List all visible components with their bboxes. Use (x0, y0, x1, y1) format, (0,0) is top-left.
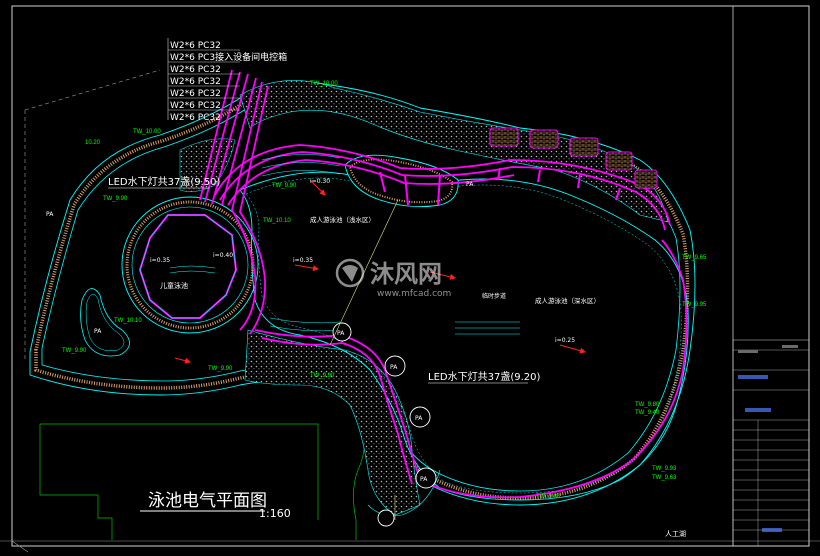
elevation-label: TW_9.90 (272, 183, 297, 189)
elevation-label: TW_10.00 (310, 81, 338, 87)
water-level-label: i=0.25 (555, 337, 575, 344)
pa-label: PA (420, 476, 428, 483)
kids-pool-label: 儿童泳池 (160, 281, 188, 290)
drawing-title: 泳池电气平面图 (148, 491, 267, 511)
led-label: LED水下灯共37盏(9.50) (108, 175, 220, 188)
elevation-label: TW_10.10 (263, 218, 291, 224)
pa-label: PA (466, 181, 474, 188)
elevation-markers: TW_10.00 TW_10.00 10.20 TW_9.90 TW_10.10… (62, 81, 707, 500)
flow-arrows (174, 179, 586, 364)
water-level-markers: i=0.35 i=0.35 i=0.40 i=0.25 i=0.30 (150, 178, 575, 344)
cable-label: W2*6 PC32 (170, 89, 221, 99)
elevation-label: TW_9.90 (310, 373, 335, 379)
watermark-logo-icon (335, 258, 365, 288)
elevation-label: TW_9.40 (635, 410, 660, 416)
elevation-label: TW_9.93 (652, 466, 677, 472)
pa-label: PA (337, 330, 345, 337)
conduit-bundle (199, 69, 688, 499)
island-bed (344, 154, 459, 208)
cable-label: W2*6 PC32 (170, 101, 221, 111)
water-level-label: i=0.35 (150, 257, 170, 264)
title-block (732, 339, 810, 547)
light-fixtures (379, 167, 621, 206)
pa-label: PA (390, 364, 398, 371)
cable-schedule: W2*6 PC32 W2*6 PC3接入设备间电控箱 W2*6 PC32 W2*… (167, 38, 287, 123)
planter-left (80, 288, 130, 357)
elevation-label: TW_9.90 (208, 366, 233, 372)
watermark: 沐风网 www.mfcad.com (335, 258, 451, 299)
drawing-scale: 1:160 (259, 507, 291, 520)
elevation-label: TW_9.65 (682, 255, 707, 261)
watermark-brand: 沐风网 (370, 260, 442, 288)
cable-label: W2*6 PC32 (170, 113, 221, 123)
elevation-label: TW_10.00 (133, 129, 161, 135)
boundary-dashed-line (24, 69, 161, 360)
corner-note: 人工湖 (665, 529, 686, 538)
elevation-label: TW_10.10 (114, 318, 142, 324)
elevation-label: TW_9.90 (62, 348, 87, 354)
pa-label: PA (94, 328, 102, 335)
elevation-label: TW_9.95 (682, 302, 707, 308)
elevation-label: TW_9.80 (635, 402, 660, 408)
water-level-label: i=0.40 (213, 252, 233, 259)
bridge-label: 临时步道 (482, 292, 506, 300)
elevation-label: 10.20 (85, 140, 101, 146)
cable-label: W2*6 PC32 (170, 41, 221, 51)
pa-planters (332, 322, 437, 527)
elevation-label: TW_9.80 (536, 494, 561, 500)
deep-pool-label: 成人游泳池（深水区） (535, 296, 600, 305)
water-level-label: i=0.30 (310, 178, 330, 185)
pa-labels: PA PA PA PA PA PA PA (46, 181, 474, 483)
water-level-label: i=0.35 (293, 257, 313, 264)
shallow-pool-label: 成人游泳池（浅水区） (310, 215, 375, 224)
elevation-label: TW_9.63 (652, 475, 677, 481)
pa-label: PA (415, 415, 423, 422)
cable-label: W2*6 PC32 (170, 77, 221, 87)
kids-pool (121, 196, 259, 334)
led-label: LED水下灯共37盏(9.20) (428, 370, 540, 383)
brick-panels (489, 127, 658, 189)
cable-label: W2*6 PC32 (170, 65, 221, 75)
watermark-url: www.mfcad.com (377, 289, 451, 299)
elevation-label: TW_9.90 (103, 196, 128, 202)
terrain-outline (39, 414, 365, 540)
pa-label: PA (46, 211, 54, 218)
cable-label: W2*6 PC3接入设备间电控箱 (170, 51, 287, 63)
